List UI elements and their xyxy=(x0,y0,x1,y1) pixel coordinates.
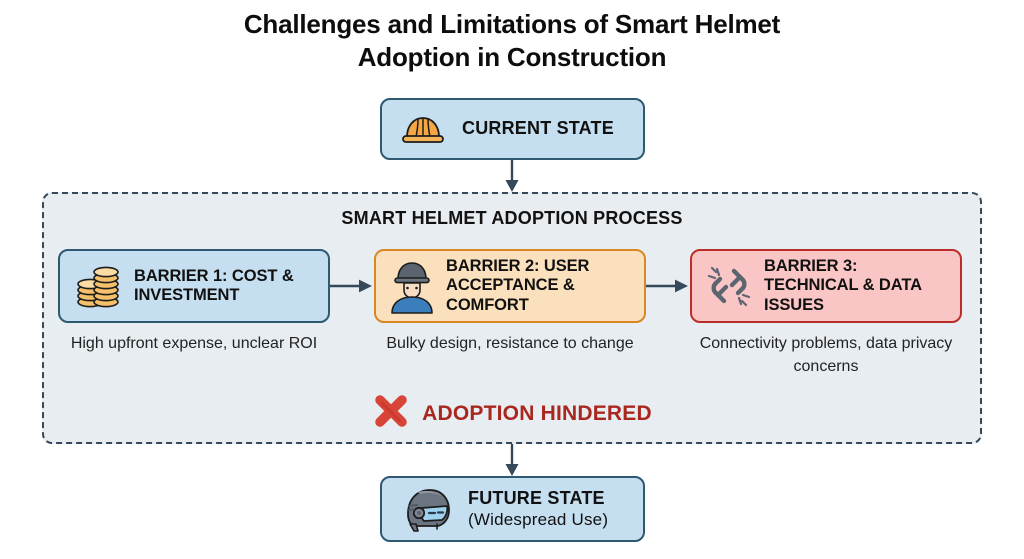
coins-icon xyxy=(70,260,126,312)
current-state-label: CURRENT STATE xyxy=(462,118,614,139)
smart-helmet-icon xyxy=(396,484,456,534)
process-header-label: SMART HELMET ADOPTION PROCESS xyxy=(341,208,683,228)
barrier-3-description: Connectivity problems, data privacy conc… xyxy=(699,335,953,375)
worker-icon xyxy=(386,257,438,315)
barrier-2-node: BARRIER 2: USER ACCEPTANCE & COMFORT xyxy=(374,249,646,323)
future-state-label-group: FUTURE STATE (Widespread Use) xyxy=(468,488,608,529)
adoption-hindered-label: ADOPTION HINDERED xyxy=(422,401,652,425)
barrier-1-label: BARRIER 1: COST & INVESTMENT xyxy=(134,266,294,304)
page-title-line-1: Challenges and Limitations of Smart Helm… xyxy=(243,9,781,39)
arrow-current-to-process xyxy=(497,160,527,199)
current-state-node: CURRENT STATE xyxy=(380,98,645,160)
future-state-label: FUTURE STATE xyxy=(468,488,605,509)
broken-chain-icon xyxy=(702,259,756,313)
barrier-2-label: BARRIER 2: USER ACCEPTANCE & COMFORT xyxy=(446,256,590,314)
future-state-node: FUTURE STATE (Widespread Use) xyxy=(380,476,645,542)
page-title: Challenges and Limitations of Smart Helm… xyxy=(0,8,1024,75)
barrier-3-node: BARRIER 3: TECHNICAL & DATA ISSUES xyxy=(690,249,962,323)
page-title-line-2: Adoption in Construction xyxy=(357,42,667,73)
red-x-icon xyxy=(372,392,410,435)
barrier-1-description: High upfront expense, unclear ROI xyxy=(70,335,318,352)
barrier-2-description: Bulky design, resistance to change xyxy=(386,335,634,352)
hard-hat-icon xyxy=(400,110,446,148)
arrow-process-to-future xyxy=(497,444,527,483)
barrier-3-label: BARRIER 3: TECHNICAL & DATA ISSUES xyxy=(764,256,922,314)
arrow-barrier-2-to-3 xyxy=(646,277,690,300)
adoption-hindered-outcome: ADOPTION HINDERED xyxy=(0,392,1024,435)
arrow-barrier-1-to-2 xyxy=(330,277,374,300)
future-state-sublabel: (Widespread Use) xyxy=(468,509,609,529)
barrier-1-node: BARRIER 1: COST & INVESTMENT xyxy=(58,249,330,323)
